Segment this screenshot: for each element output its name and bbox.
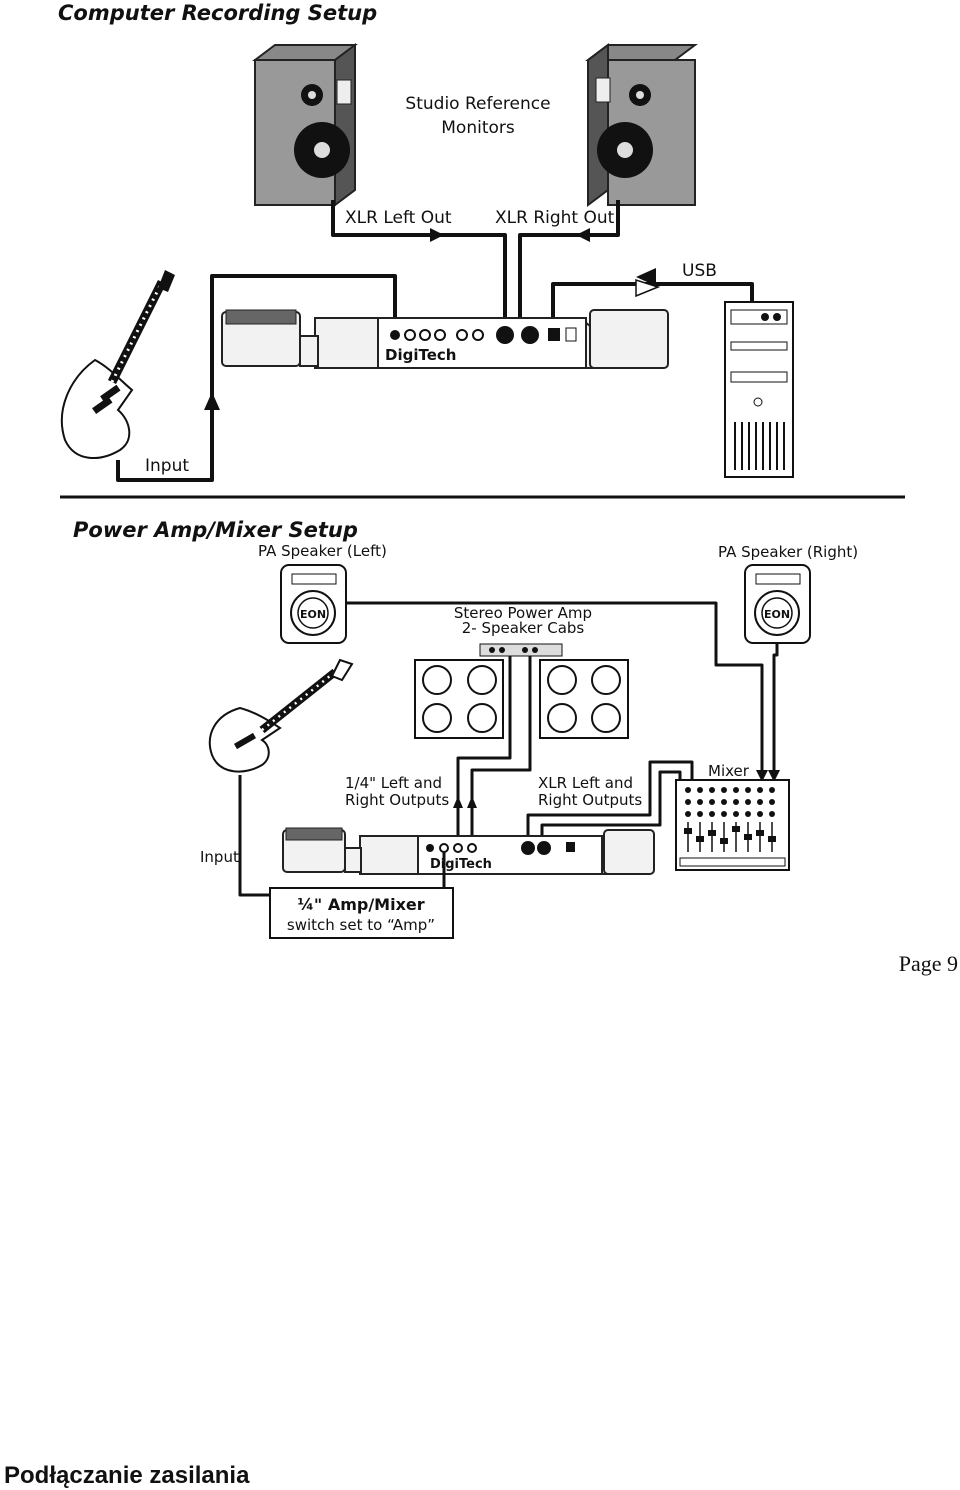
computer-tower-icon [724,301,794,478]
xlr-right-cable [518,200,620,330]
mixer-icon [675,779,790,871]
pa-left-cable [346,601,764,782]
xlr-left-mixer-cable [526,760,694,838]
input-label-computer: Input [145,456,189,476]
pa-right-label: PA Speaker (Right) [718,543,858,561]
xlr-right-mixer-cable [540,770,682,838]
quarter-outputs-line1: 1/4" Left and [345,774,442,792]
speaker-cab-left [414,659,504,739]
monitors-label-line1: Studio Reference [405,94,550,114]
computer-setup-title: Computer Recording Setup [58,1,377,25]
pa-right-brand: EON [764,608,790,621]
amp-label-line1: Stereo Power Amp [454,604,592,622]
switch-label-line2: switch set to “Amp” [287,916,435,934]
xlr-right-out-label: XLR Right Out [495,208,615,228]
studio-monitor-right [585,43,698,207]
monitors-label-line2: Monitors [441,118,515,138]
input-label-power: Input [200,848,239,866]
switch-label-line1: ¼" Amp/Mixer [297,895,424,914]
input-cable-computer [116,274,397,482]
digitech-processor-power: DigiTech [282,827,655,875]
mixer-label: Mixer [708,762,750,780]
pa-left-brand: EON [300,608,326,621]
stereo-power-amp [479,643,563,657]
usb-label: USB [682,261,717,281]
brand-label-power: DigiTech [430,857,492,872]
switch-callout-box [269,887,454,939]
amp-label-line2: 2- Speaker Cabs [462,619,585,637]
pa-right-cable [772,643,779,782]
footer-heading: Podłączanie zasilania [4,1462,250,1489]
electric-guitar-icon [60,270,175,460]
brand-label-computer: DigiTech [385,346,456,364]
xlr-outputs-line2: Right Outputs [538,791,642,809]
power-setup-title: Power Amp/Mixer Setup [73,518,358,542]
pa-speaker-left: EON [280,564,347,644]
pa-speaker-right: EON [744,564,811,644]
digitech-processor-computer: DigiTech [221,309,669,369]
input-cable-power [238,775,270,897]
speaker-cab-right [539,659,629,739]
quarter-outputs-line2: Right Outputs [345,791,449,809]
xlr-outputs-line1: XLR Left and [538,774,633,792]
xlr-left-out-label: XLR Left Out [345,208,452,228]
studio-monitor-left [252,43,358,207]
electric-guitar-2-icon [208,658,354,773]
pa-left-label: PA Speaker (Left) [258,542,387,560]
xlr-left-cable [331,200,507,330]
connection-diagram: Computer Recording Setup Studio Referenc… [58,1,905,939]
page-number: Page 9 [898,951,958,976]
